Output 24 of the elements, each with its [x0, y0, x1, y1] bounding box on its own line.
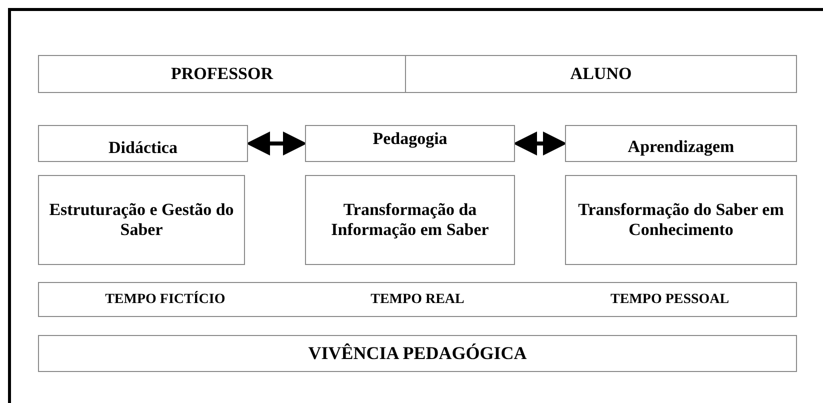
header-cell [405, 55, 797, 93]
role-label: PROFESSOR [170, 64, 274, 84]
description-text: Transformação da Informação em Saber [330, 200, 490, 240]
header-cell [38, 55, 406, 93]
text-box [565, 175, 797, 265]
role-label: ALUNO [569, 64, 633, 84]
text-box [38, 335, 797, 372]
description-text: Transformação do Saber em Conhecimento [577, 200, 785, 240]
description-text: Estruturação e Gestão do Saber [48, 200, 235, 240]
concept-label: Pedagogia [372, 128, 448, 148]
text-box [565, 125, 797, 162]
text-box [38, 175, 245, 265]
double-arrow [246, 132, 307, 156]
time-band [38, 282, 797, 317]
concept-label: Aprendizagem [626, 136, 736, 156]
time-label: TEMPO FICTÍCIO [104, 292, 226, 308]
text-box [305, 125, 515, 162]
time-label: TEMPO REAL [370, 292, 466, 308]
experience-label: VIVÊNCIA PEDAGÓGICA [307, 343, 528, 364]
concept-label: Didáctica [108, 138, 178, 158]
text-box [38, 125, 248, 162]
text-box [305, 175, 515, 265]
time-label: TEMPO PESSOAL [610, 292, 730, 308]
double-arrow [513, 132, 567, 156]
